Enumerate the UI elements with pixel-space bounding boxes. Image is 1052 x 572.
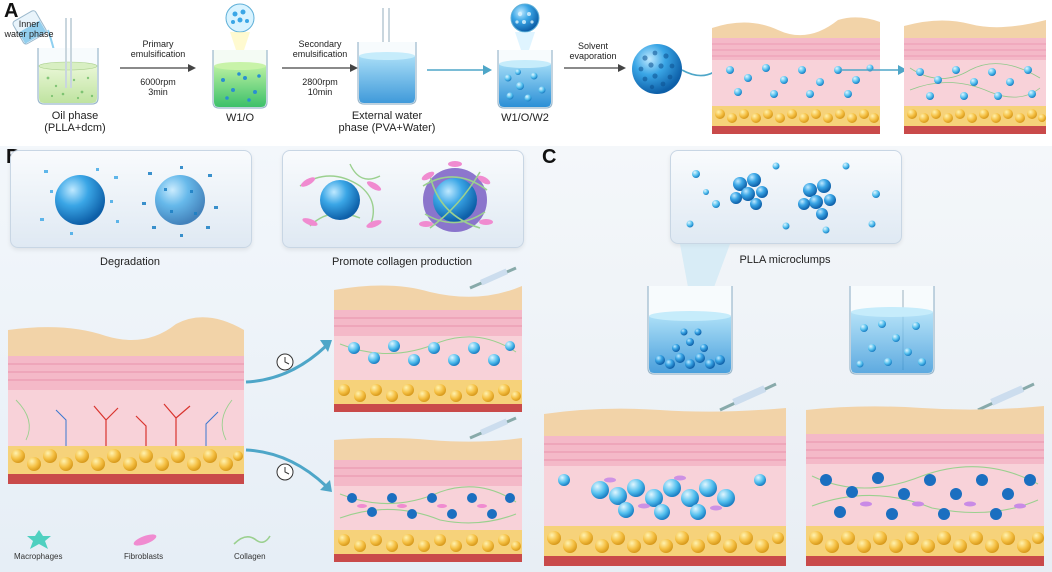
microclumps-beam (680, 244, 730, 298)
primary-line2: emulsification (130, 48, 186, 59)
oil-phase-label: Oil phase (PLLA+dcm) (40, 110, 110, 134)
primary-conditions: 6000rpm 3min (118, 77, 198, 98)
solvent-line2: evaporation (569, 50, 617, 61)
beaker-c1-illustration (647, 286, 733, 375)
skin-block-c-right (806, 382, 1044, 566)
skin-block-b-top (334, 266, 522, 412)
arrow-skin-a (840, 65, 907, 75)
degradation-illustration (40, 166, 218, 237)
degradation-box (10, 150, 252, 248)
skin-block-a2 (904, 20, 1046, 134)
arrow-primary (120, 64, 196, 72)
collagen-illustration (299, 161, 493, 232)
skin-block-c-left (544, 382, 786, 566)
w1o-beaker-illustration (212, 3, 268, 109)
panel-a-letter: A (4, 0, 19, 22)
degradation-label: Degradation (100, 256, 160, 268)
external-water-label: External water phase (PVA+Water) (335, 110, 439, 134)
beaker-c2-illustration (849, 286, 935, 375)
legend-fibroblasts: Fibroblasts (124, 552, 164, 561)
macrophage-icon (27, 530, 51, 549)
secondary-time: 10min (307, 86, 333, 97)
legend-collagen: Collagen (234, 552, 266, 561)
secondary-speed: 2800rpm (302, 77, 338, 87)
external-line2: phase (PVA+Water) (338, 122, 436, 135)
secondary-conditions: 2800rpm 10min (280, 77, 360, 98)
collagen-label: Promote collagen production (331, 256, 473, 268)
primary-time: 3min (148, 86, 168, 97)
solvent-evaporation-label: Solvent evaporation (558, 41, 628, 62)
collagen-icon (233, 535, 271, 545)
secondary-line2: emulsification (292, 48, 348, 59)
secondary-emulsification-label: Secondary emulsification (280, 39, 360, 60)
oil-phase-beaker-illustration (12, 10, 99, 105)
panel-c-letter: C (542, 146, 557, 168)
external-water-beaker-illustration (357, 8, 417, 105)
skin-block-b-large (8, 317, 244, 484)
inner-water-line1: Inner (18, 19, 40, 29)
inner-water-label: Inner water phase (4, 19, 54, 40)
primary-emulsification-label: Primary emulsification (118, 39, 198, 60)
fibroblast-icon (133, 534, 157, 546)
oil-phase-line1: Oil phase (51, 110, 99, 122)
external-line1: External water (351, 110, 423, 122)
solvent-line1: Solvent (577, 41, 609, 51)
oil-phase-line2: (PLLA+dcm) (44, 122, 106, 135)
legend-macrophages: Macrophages (14, 552, 63, 561)
microclumps-illustration (686, 162, 880, 234)
inner-water-line2: water phase (4, 28, 54, 39)
primary-speed: 6000rpm (140, 77, 176, 87)
arrow-to-w1ow2 (427, 65, 492, 75)
w1o-label: W1/O (225, 112, 255, 124)
secondary-line1: Secondary (298, 39, 342, 49)
arrow-solvent (564, 64, 626, 72)
skin-block-b-bottom (334, 416, 522, 562)
w1ow2-beaker-illustration (497, 3, 553, 109)
skin-block-a1 (712, 17, 880, 134)
primary-line1: Primary (142, 39, 174, 49)
arrow-to-skin-a (681, 69, 715, 77)
arrow-secondary (282, 64, 358, 72)
w1ow2-label: W1/O/W2 (501, 112, 549, 124)
microclumps-label: PLLA microclumps (739, 254, 831, 266)
panel-b-arrows (245, 340, 332, 492)
porous-microsphere-illustration (632, 44, 682, 94)
